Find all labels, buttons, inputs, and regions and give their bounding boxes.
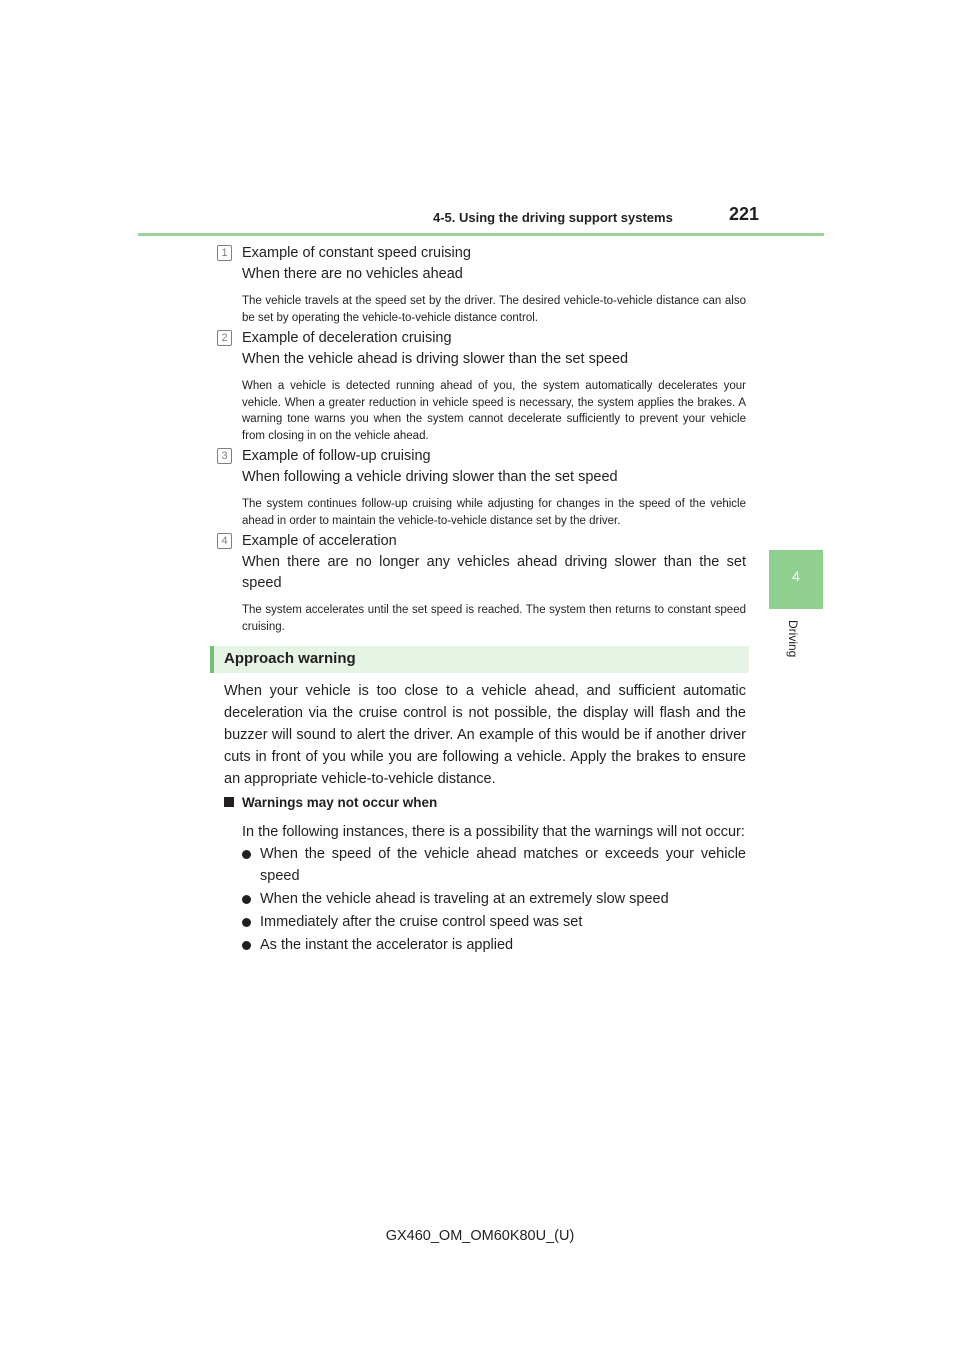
page-number: 221 [729,204,760,224]
item-follow-up: 3 Example of follow-up cruising When fol… [217,446,746,529]
item-acceleration: 4 Example of acceleration When there are… [217,531,746,635]
subhead-intro: In the following instances, there is a p… [242,824,745,840]
item-marker: 4 [217,533,232,549]
chapter-tab[interactable]: 4 [769,550,823,609]
list-item: When the speed of the vehicle ahead matc… [242,843,746,887]
square-bullet-icon [224,797,234,807]
header-rule [138,233,824,236]
chapter-tab-label: Driving [786,620,800,658]
item-detail: The system continues follow-up cruising … [242,498,746,527]
item-title: Example of follow-up cruising [242,448,431,464]
bullet-dot-icon [242,941,251,950]
item-detail: When a vehicle is detected running ahead… [242,380,746,442]
subhead: Warnings may not occur when [224,795,746,810]
item-title: Example of constant speed cruising [242,245,471,261]
chapter-tab-number: 4 [792,568,800,584]
bullet-dot-icon [242,850,251,859]
list-item-text: When the speed of the vehicle ahead matc… [260,846,746,884]
section-title: Approach warning [224,650,356,667]
bullet-dot-icon [242,918,251,927]
subhead-text: Warnings may not occur when [242,795,438,810]
list-item: Immediately after the cruise control spe… [242,911,746,933]
footer-code: GX460_OM_OM60K80U_(U) [385,1228,575,1244]
item-marker: 3 [217,448,232,464]
item-subtitle: When there are no longer any vehicles ah… [242,554,746,591]
list-item-text: Immediately after the cruise control spe… [260,914,583,930]
item-marker: 1 [217,245,232,261]
item-title: Example of deceleration cruising [242,330,452,346]
item-title: Example of acceleration [242,533,397,549]
warning-conditions-list: When the speed of the vehicle ahead matc… [242,843,746,957]
item-constant-speed: 1 Example of constant speed cruising Whe… [217,243,746,326]
list-item: As the instant the accelerator is applie… [242,934,746,956]
item-deceleration: 2 Example of deceleration cruising When … [217,328,746,444]
item-detail: The system accelerates until the set spe… [242,604,746,633]
header-title: 4-5. Using the driving support systems [433,210,673,225]
list-item: When the vehicle ahead is traveling at a… [242,888,746,910]
item-subtitle: When following a vehicle driving slower … [242,469,618,485]
item-detail: The vehicle travels at the speed set by … [242,295,746,324]
section-header-bar: Approach warning [210,646,749,673]
item-marker: 2 [217,330,232,346]
bullet-dot-icon [242,895,251,904]
section-paragraph: When your vehicle is too close to a vehi… [224,683,746,787]
list-item-text: When the vehicle ahead is traveling at a… [260,891,669,907]
list-item-text: As the instant the accelerator is applie… [260,937,514,953]
item-subtitle: When the vehicle ahead is driving slower… [242,351,629,367]
item-subtitle: When there are no vehicles ahead [242,266,463,282]
